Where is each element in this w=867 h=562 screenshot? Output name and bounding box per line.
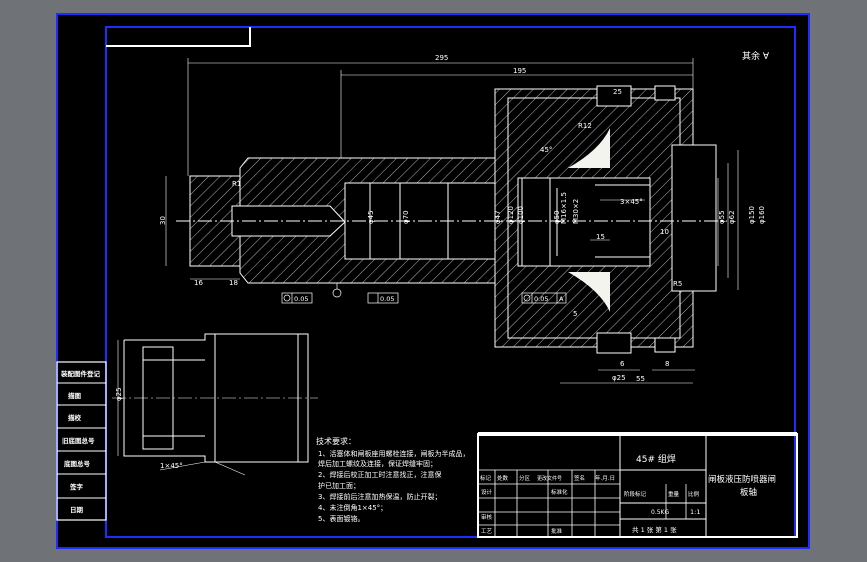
flange-top-groove-right — [654, 85, 676, 101]
dim-d6: 6 — [620, 360, 625, 368]
title-header-5: 年.月.日 — [595, 474, 615, 482]
dim-10: 10 — [660, 228, 669, 236]
notes-title: 技术要求： — [316, 436, 356, 446]
side-row-6: 签字 — [69, 482, 84, 491]
title-part-name-1: 闸板液压防喷器闸 — [708, 474, 776, 485]
notes-line-1: 1、活塞体和闸板座用螺栓连接，闸板为半成品， — [318, 449, 469, 458]
weld-fillet-top — [568, 128, 610, 168]
dim-r5: R5 — [673, 280, 682, 288]
secondary-view — [112, 333, 318, 476]
side-row-5: 底图总号 — [64, 459, 91, 468]
technical-notes: 技术要求： 1、活塞体和闸板座用螺栓连接，闸板为半成品， 焊后加工螺纹及连接，保… — [316, 436, 469, 523]
title-block-text: 45# 组焊 闸板液压防喷器闸 板轴 标记 处数 分区 更改文件号 签名 年.月… — [480, 453, 776, 535]
dim-295: 295 — [435, 54, 448, 62]
tolerance-frames — [281, 283, 567, 304]
shaft-insert — [521, 177, 551, 267]
roughness-note: 其余 ∀ — [742, 50, 770, 62]
secondary-view-text: 1×45° φ25 — [115, 387, 183, 470]
notes-line-3: 2、焊接后校正加工时注意找正，注意保 — [318, 470, 441, 479]
dim-chamfer-1x45: 1×45° — [160, 462, 183, 470]
notes-line-4: 护已加工面； — [318, 481, 360, 490]
dimension-text: 295 195 30 16 18 55 10 15 5 25 3×45° φ45… — [159, 54, 766, 383]
title-header-0: 标记 — [480, 474, 492, 482]
weld-fillet-bottom — [568, 272, 610, 312]
side-row-2: 描图 — [68, 391, 82, 400]
title-scale: 比例 — [688, 490, 700, 498]
top-left-code-box — [106, 27, 251, 47]
notes-line-7: 5、表面镀铬。 — [318, 514, 364, 523]
tol-datum-a: A — [559, 295, 564, 303]
main-shaft-view — [176, 85, 727, 354]
dim-chamfer-3x45: 3×45° — [620, 198, 643, 206]
dim-thread2: M30×2 — [572, 199, 580, 224]
dim-5: 5 — [573, 310, 577, 318]
inner-border — [105, 26, 796, 538]
notes-line-2: 焊后加工螺纹及连接，保证焊缝牢固； — [318, 459, 437, 468]
flange-right-recess — [671, 144, 717, 292]
title-weight-value: 0.5KG — [651, 509, 669, 516]
dim-dia62: φ62 — [728, 210, 736, 224]
side-row-3: 描校 — [68, 413, 82, 422]
notes-line-5: 3、焊接前后注意加热保温，防止开裂； — [318, 492, 441, 501]
side-row-7: 日期 — [70, 505, 84, 514]
flange-top-groove — [596, 85, 632, 107]
title-review: 审核 — [481, 513, 493, 521]
title-design: 设计 — [481, 488, 493, 496]
dim-15: 15 — [596, 233, 605, 241]
dim-dia120: φ120 — [507, 206, 515, 224]
title-approve: 批准 — [551, 527, 563, 535]
dim-dia100: φ100 — [517, 206, 525, 224]
tol-value-3: 0.05 — [534, 295, 548, 303]
outer-border — [56, 13, 810, 549]
title-scale-value: 1:1 — [690, 508, 700, 516]
tol-value-1: 0.05 — [294, 295, 308, 303]
dim-25: 25 — [613, 88, 622, 96]
dim-dia47: φ47 — [494, 210, 502, 224]
dim-dia150: φ150 — [748, 206, 756, 224]
title-stage-mark: 阶段标记 — [624, 490, 647, 498]
title-header-2: 分区 — [519, 474, 531, 482]
title-material: 45# 组焊 — [636, 453, 676, 465]
dim-dia25-secondary: φ25 — [115, 387, 123, 401]
dimension-lines — [165, 58, 739, 384]
flange-bottom-groove — [596, 332, 632, 354]
dim-dia70: φ70 — [402, 210, 410, 224]
dim-55: 55 — [636, 375, 645, 383]
dim-thread1: M16×1.5 — [560, 192, 568, 224]
dim-angle45: 45° — [540, 146, 552, 154]
title-weight: 重量 — [668, 490, 680, 498]
tolerance-text: 0.05 0.05 0.05 A — [294, 295, 564, 303]
dim-dia45: φ45 — [367, 210, 375, 224]
dim-dia25: φ25 — [612, 374, 626, 382]
dim-16: 16 — [194, 279, 203, 287]
dim-dia55: φ55 — [718, 210, 726, 224]
title-block — [477, 432, 798, 538]
title-header-3: 更改文件号 — [537, 475, 562, 482]
flange-bottom-groove-right — [654, 337, 676, 353]
title-part-name-2: 板轴 — [740, 487, 757, 498]
title-craft: 工艺 — [481, 528, 493, 535]
dim-18: 18 — [229, 279, 238, 287]
side-table — [56, 361, 107, 521]
side-table-text: 装配图件登记 描图 描校 旧底图总号 底图总号 签字 日期 — [60, 369, 101, 514]
title-header-1: 处数 — [497, 474, 509, 482]
notes-line-6: 4、未注倒角1×45°； — [318, 503, 387, 512]
dim-r1: R1 — [232, 180, 241, 188]
dim-d8: 8 — [665, 360, 669, 368]
side-row-1: 装配图件登记 — [60, 369, 101, 378]
tol-value-2: 0.05 — [380, 295, 394, 303]
title-standardize: 标准化 — [551, 488, 568, 496]
side-row-4: 旧底图总号 — [62, 436, 95, 445]
dim-195: 195 — [513, 67, 526, 75]
title-sheets: 共 1 张 第 1 张 — [632, 525, 677, 534]
dim-30: 30 — [159, 216, 167, 225]
dim-r12: R12 — [578, 122, 592, 130]
title-header-4: 签名 — [574, 474, 585, 482]
dim-dia50: φ50 — [553, 210, 561, 224]
dim-dia160: φ160 — [758, 206, 766, 224]
